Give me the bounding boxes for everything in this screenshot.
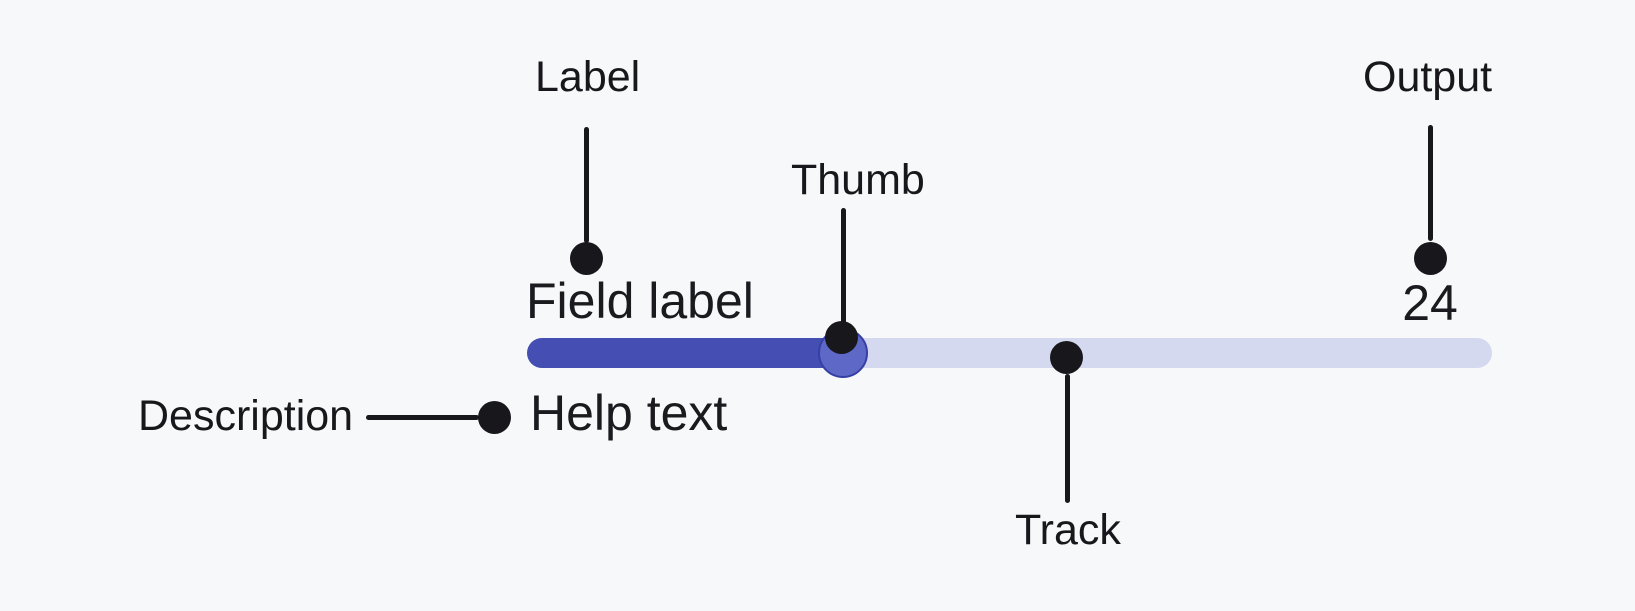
annotation-track-text: Track [1015, 506, 1121, 554]
annotation-label-text: Label [535, 53, 641, 101]
annotation-thumb-leader-line [841, 208, 846, 325]
annotation-thumb-text: Thumb [791, 156, 925, 204]
annotation-label-dot [570, 242, 603, 275]
annotation-output-leader-line [1428, 125, 1433, 241]
output-value: 24 [1402, 275, 1458, 331]
annotation-track-leader-line [1065, 374, 1070, 503]
annotation-track-dot [1050, 341, 1083, 374]
annotation-description-leader-line [366, 415, 479, 420]
annotation-description-text: Description [138, 392, 354, 440]
slider-track[interactable] [527, 328, 1492, 378]
field-label: Field label [526, 273, 754, 329]
annotation-thumb-dot [825, 321, 858, 354]
slider-track-fill [527, 338, 844, 368]
annotation-label-leader-line [584, 127, 589, 243]
help-text: Help text [530, 385, 728, 441]
annotation-output-dot [1414, 242, 1447, 275]
annotation-description-dot [478, 401, 511, 434]
annotation-output-text: Output [1363, 53, 1493, 101]
